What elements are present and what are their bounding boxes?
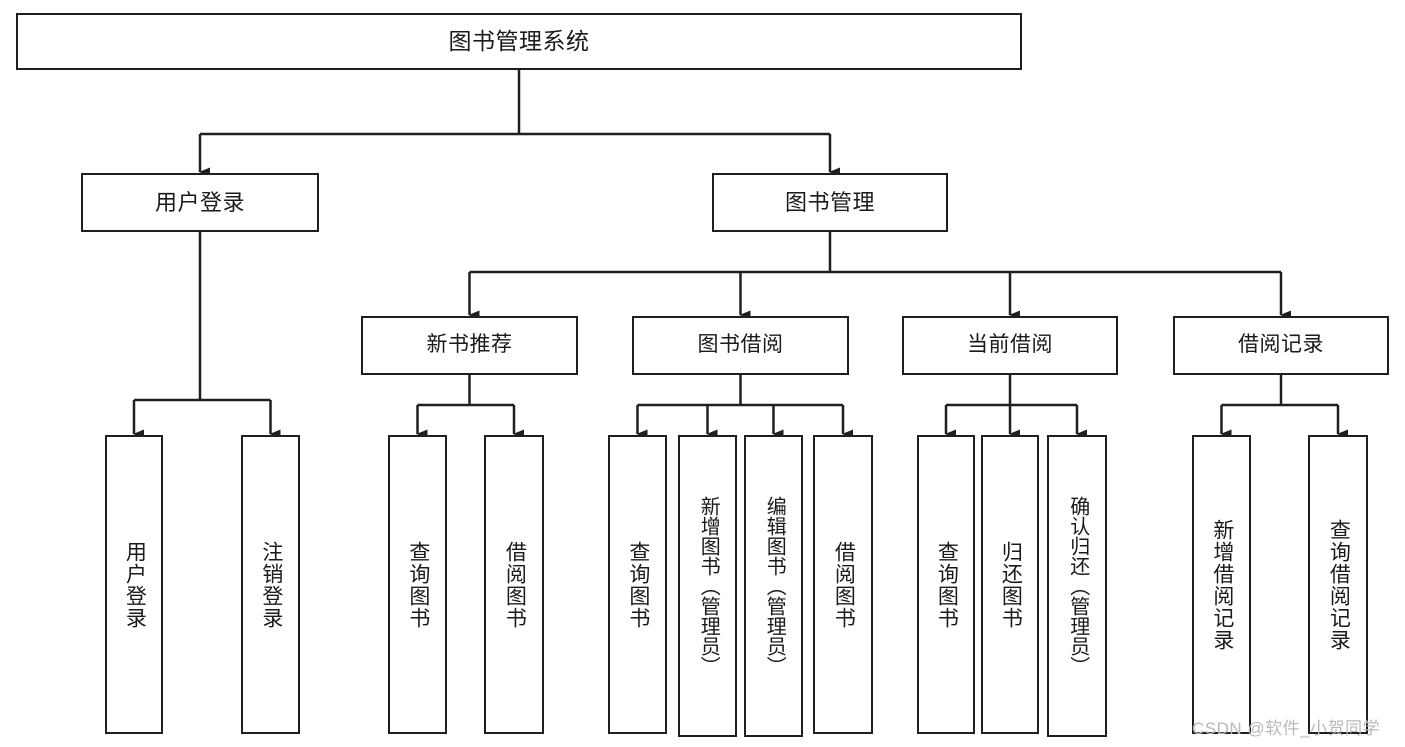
node-l-user-login[interactable]: 用户登录 — [105, 435, 163, 734]
node-label: 查询图书 — [935, 540, 959, 629]
node-l-bb-query-book[interactable]: 查询图书 — [608, 435, 667, 734]
node-n-borrow-record[interactable]: 借阅记录 — [1173, 316, 1389, 375]
node-label: 编辑图书（管理员） — [763, 496, 786, 676]
node-l-bb-add-book[interactable]: 新增图书（管理员） — [678, 435, 737, 737]
node-n-current-borrow[interactable]: 当前借阅 — [902, 316, 1118, 375]
node-l-br-query-record[interactable]: 查询借阅记录 — [1308, 435, 1368, 734]
node-label: 新增图书（管理员） — [697, 496, 720, 676]
node-l-cb-query-book[interactable]: 查询图书 — [917, 435, 975, 734]
node-label: 新增借阅记录 — [1210, 518, 1234, 651]
node-label: 注销登录 — [259, 540, 283, 629]
node-label: 用户登录 — [123, 540, 147, 629]
node-l-bb-edit-book[interactable]: 编辑图书（管理员） — [744, 435, 803, 737]
node-label: 查询图书 — [626, 540, 650, 629]
node-label: 借阅图书 — [832, 540, 856, 629]
node-label: 图书管理系统 — [448, 27, 590, 54]
node-l-cb-confirm-return[interactable]: 确认归还（管理员） — [1047, 435, 1107, 737]
node-label: 查询借阅记录 — [1327, 518, 1351, 651]
node-label: 当前借阅 — [967, 333, 1053, 357]
node-label: 借阅图书 — [503, 540, 527, 629]
node-l-cb-return-book[interactable]: 归还图书 — [981, 435, 1039, 734]
node-n-new-book-rec[interactable]: 新书推荐 — [361, 316, 578, 375]
node-l-br-add-record[interactable]: 新增借阅记录 — [1192, 435, 1251, 734]
node-l-rec-borrow-book[interactable]: 借阅图书 — [484, 435, 544, 734]
node-l-bb-borrow-book[interactable]: 借阅图书 — [813, 435, 873, 734]
node-label: 查询图书 — [406, 540, 430, 629]
node-label: 归还图书 — [999, 540, 1023, 629]
node-l-rec-query-book[interactable]: 查询图书 — [388, 435, 447, 734]
node-n-user-login[interactable]: 用户登录 — [81, 173, 319, 232]
node-label: 确认归还（管理员） — [1066, 496, 1089, 676]
node-n-book-manage[interactable]: 图书管理 — [712, 173, 948, 232]
node-label: 借阅记录 — [1238, 333, 1324, 357]
node-l-user-logout[interactable]: 注销登录 — [241, 435, 300, 734]
node-label: 图书管理 — [784, 189, 875, 215]
node-label: 用户登录 — [154, 189, 245, 215]
node-label: 图书借阅 — [697, 333, 784, 357]
csdn-watermark: CSDN @软件_小贺同学 — [1192, 719, 1381, 738]
node-label: 新书推荐 — [426, 333, 513, 357]
edge-group — [132, 70, 1348, 439]
node-n-book-borrow[interactable]: 图书借阅 — [632, 316, 849, 375]
node-root[interactable]: 图书管理系统 — [16, 13, 1022, 70]
